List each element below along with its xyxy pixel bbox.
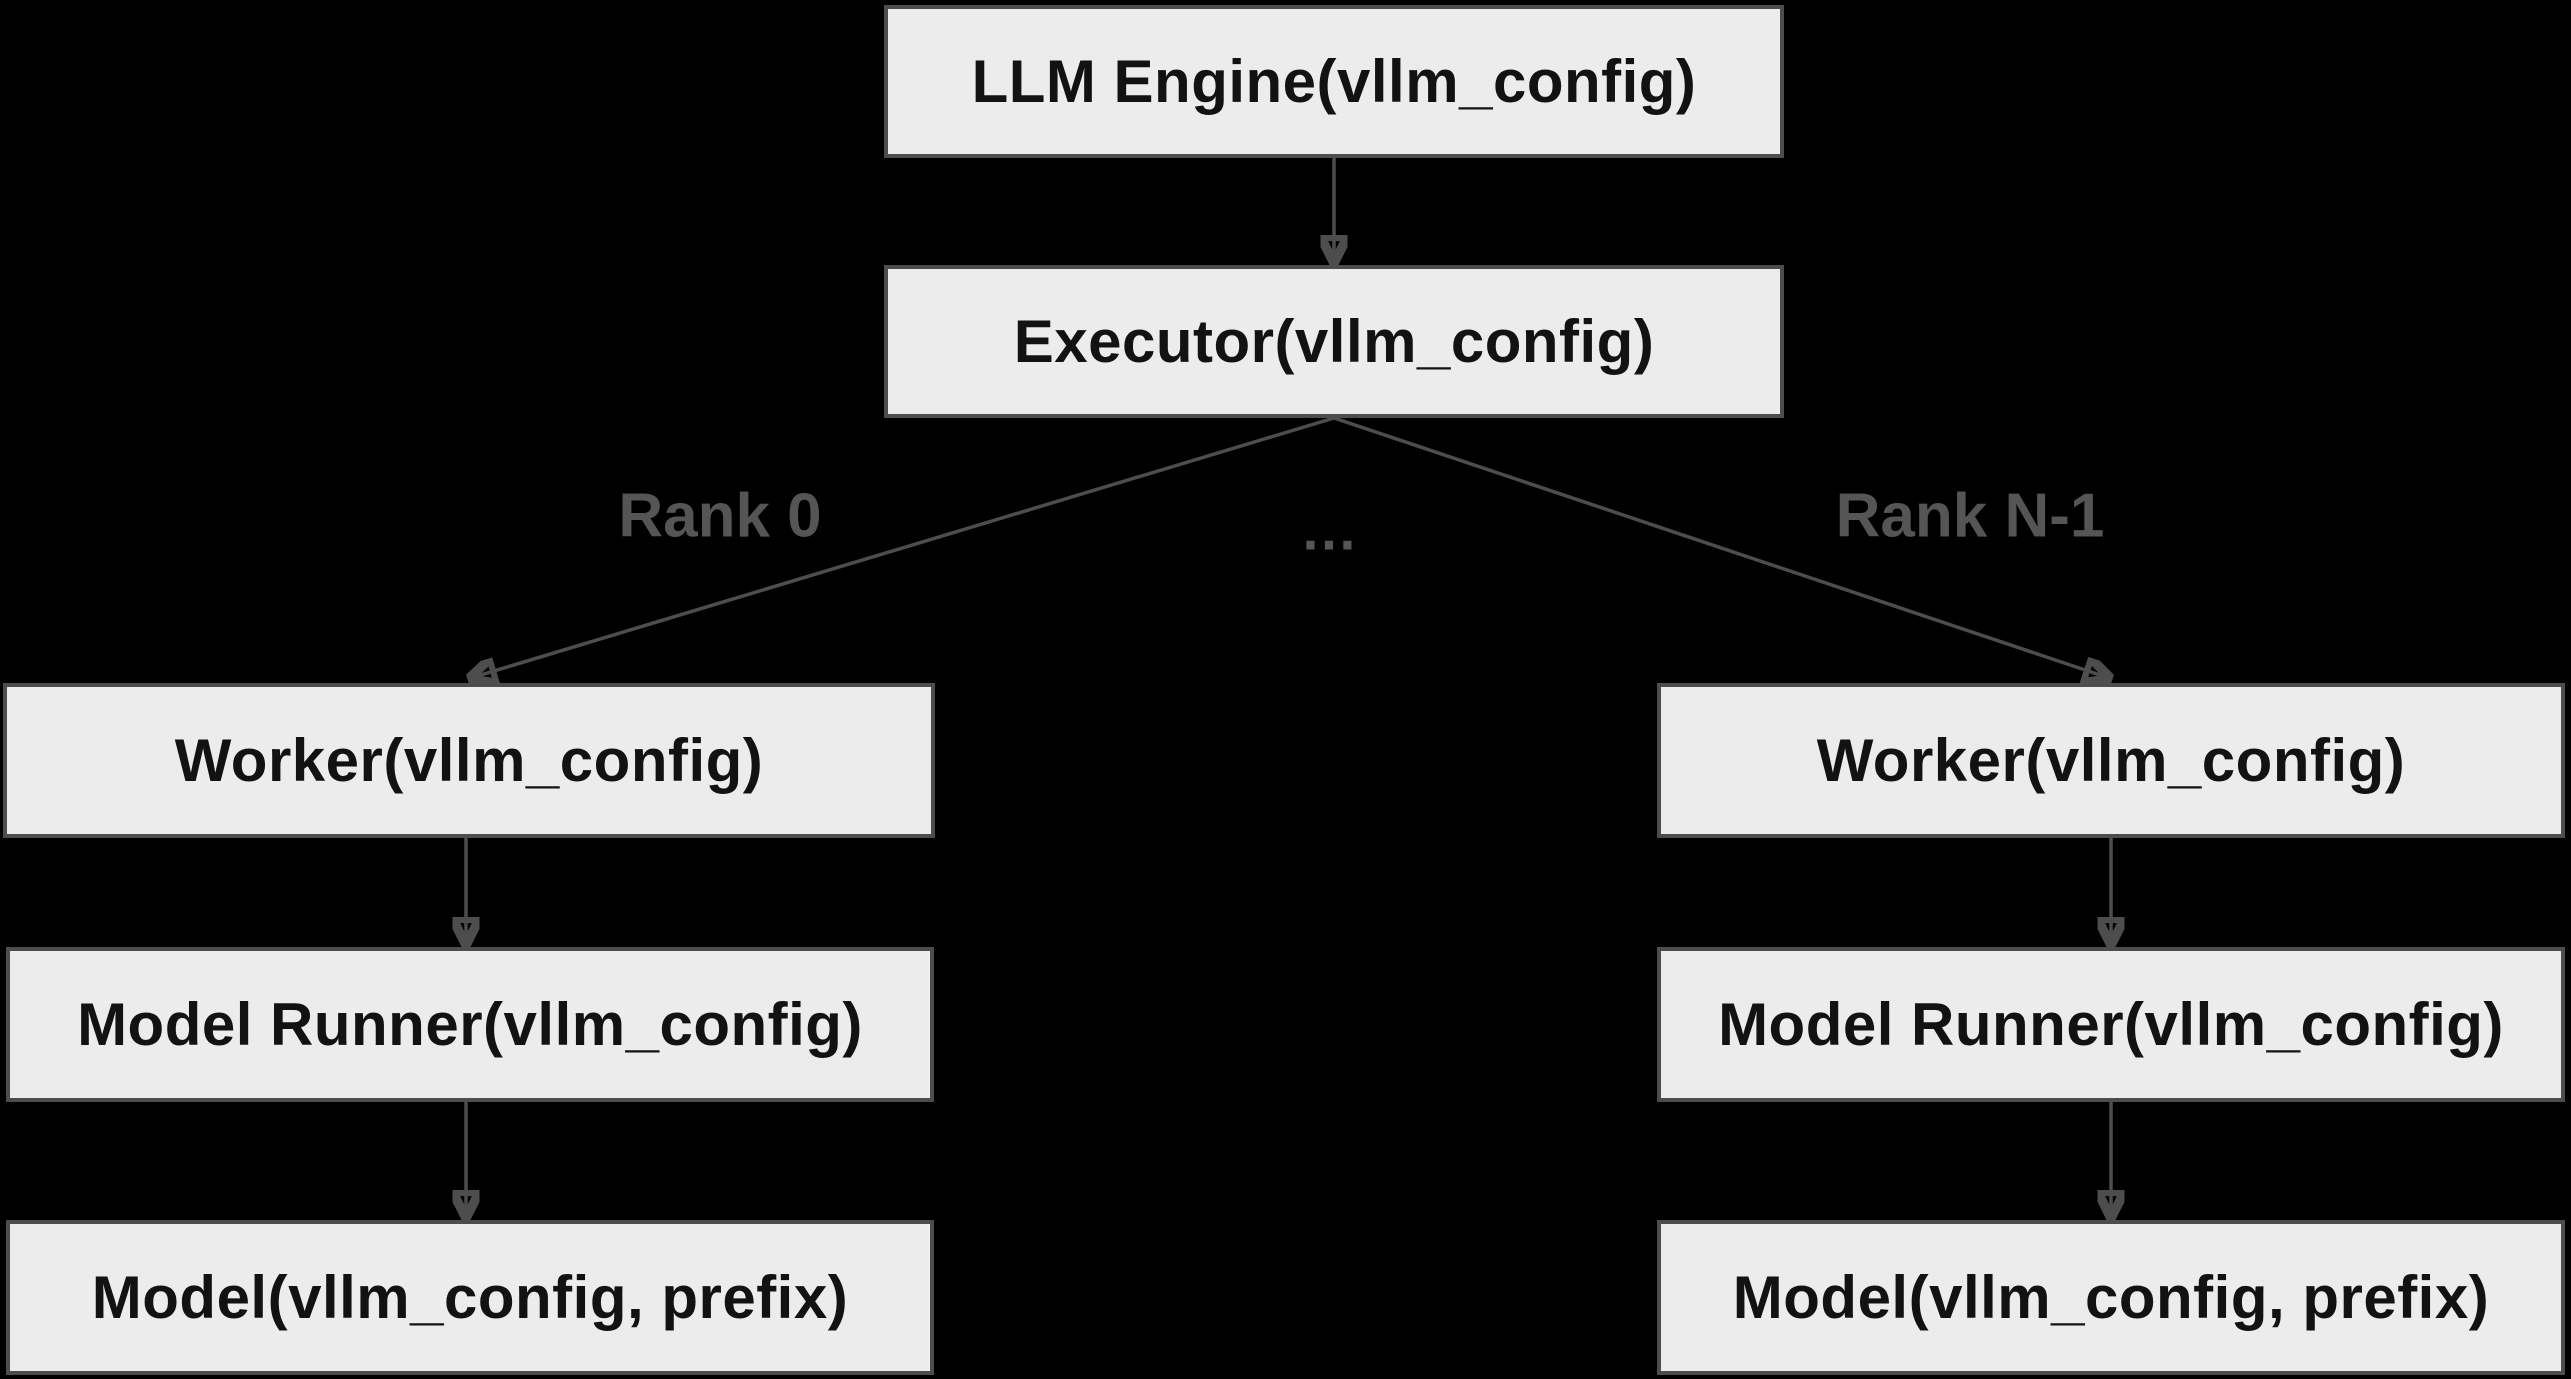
node-model-runner-rank0: Model Runner(vllm_config) (6, 947, 934, 1102)
node-model-rank0-label: Model(vllm_config, prefix) (91, 1264, 849, 1331)
edge-executor-to-worker-rank0 (474, 416, 1335, 677)
node-executor-label: Executor(vllm_config) (1013, 308, 1655, 375)
edge-label-rank-n-1: Rank N-1 (1835, 481, 2105, 551)
node-model-rankn: Model(vllm_config, prefix) (1657, 1220, 2565, 1375)
edge-label-rank-0: Rank 0 (618, 481, 822, 551)
node-model-runner-rank0-label: Model Runner(vllm_config) (77, 991, 863, 1058)
node-worker-rankn-label: Worker(vllm_config) (1816, 727, 2406, 794)
edge-label-ellipsis: … (1300, 497, 1360, 563)
node-model-rank0: Model(vllm_config, prefix) (6, 1220, 934, 1375)
node-llm-engine: LLM Engine(vllm_config) (884, 5, 1784, 158)
node-model-rankn-label: Model(vllm_config, prefix) (1732, 1264, 2490, 1331)
edge-executor-to-worker-rankn (1333, 416, 2106, 677)
node-worker-rank0-label: Worker(vllm_config) (174, 727, 764, 794)
node-worker-rankn: Worker(vllm_config) (1657, 683, 2565, 838)
node-llm-engine-label: LLM Engine(vllm_config) (971, 48, 1697, 115)
node-model-runner-rankn-label: Model Runner(vllm_config) (1718, 991, 2504, 1058)
node-model-runner-rankn: Model Runner(vllm_config) (1657, 947, 2565, 1102)
node-executor: Executor(vllm_config) (884, 265, 1784, 418)
node-worker-rank0: Worker(vllm_config) (3, 683, 935, 838)
